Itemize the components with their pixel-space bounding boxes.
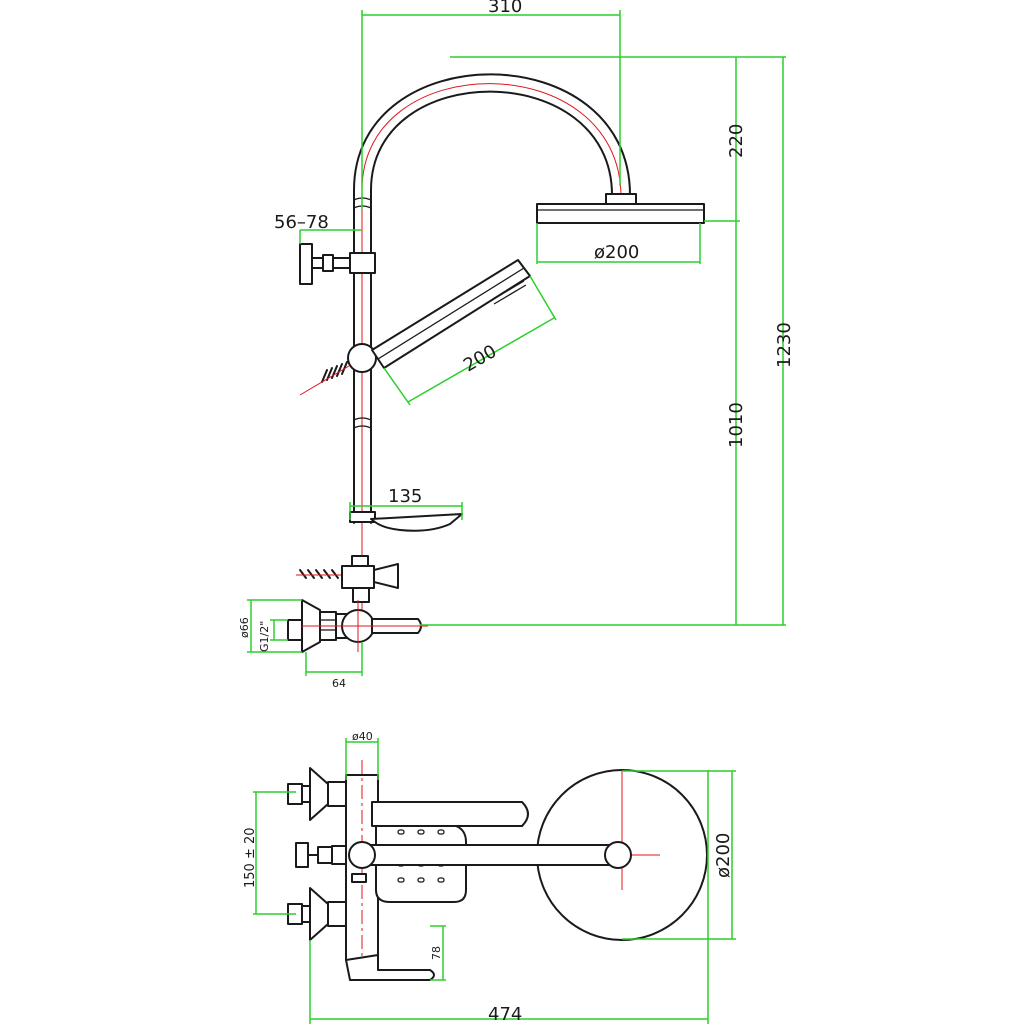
plan-dim-label-head-diameter: ø200 xyxy=(713,833,734,878)
hand-shower-hose-twist xyxy=(321,361,348,383)
plan-middle-knob-nut xyxy=(317,846,333,864)
dim-label-56-78: 56–78 xyxy=(274,212,329,233)
plan-middle-knob-stub xyxy=(295,842,309,868)
plan-view: ø40 150 ± 20 78 474 ø200 xyxy=(243,730,736,1024)
bar-joint-ring xyxy=(353,417,372,429)
soap-dish-clamp xyxy=(349,511,376,523)
diverter-lower-nut xyxy=(352,587,370,603)
soap-dish xyxy=(370,513,463,532)
plan-arm-joint xyxy=(348,841,376,869)
dim-label-1010: 1010 xyxy=(726,402,747,448)
wall-bracket-clamp xyxy=(349,252,376,274)
plan-shower-arm xyxy=(361,844,624,866)
plan-top-knob-body xyxy=(327,781,347,807)
plan-bottom-knob-flange xyxy=(309,887,329,941)
shower-arm-inner xyxy=(370,90,613,524)
plan-bottom-knob-body xyxy=(327,901,347,927)
front-dimensions xyxy=(247,10,786,676)
dim-label-flange-diameter: ø66 xyxy=(238,617,251,638)
plan-dim-label-bar-diameter: ø40 xyxy=(352,730,373,743)
plan-dim-label-78: 78 xyxy=(430,946,443,960)
plan-head-joint xyxy=(604,841,632,869)
plan-spout xyxy=(345,954,435,981)
hand-shower-edge xyxy=(377,267,525,360)
hand-shower-spray-face xyxy=(493,284,527,305)
hand-shower-slider xyxy=(347,343,377,373)
wall-bracket-nut xyxy=(322,254,334,272)
mixer-thread-stub xyxy=(287,619,303,641)
shower-arm-outer xyxy=(353,73,631,524)
overhead-shower-head xyxy=(536,203,705,224)
dim-label-head-diameter: ø200 xyxy=(594,242,639,263)
dim-label-thread: G1/2" xyxy=(258,621,271,652)
plan-dim-label-474: 474 xyxy=(488,1004,522,1024)
hand-shower-spray-face xyxy=(491,280,525,301)
diverter-knob xyxy=(373,563,399,589)
dim-label-220: 220 xyxy=(726,124,747,158)
diverter-hose-twist xyxy=(299,569,339,579)
dim-label-310: 310 xyxy=(488,0,522,17)
plan-top-knob-flange xyxy=(309,767,329,821)
dim-label-1230: 1230 xyxy=(774,322,795,368)
front-elevation-view: 310 220 1230 1010 ø200 56–78 200 135 ø66… xyxy=(238,0,795,690)
dim-label-135: 135 xyxy=(388,486,422,507)
plan-column-cap xyxy=(351,873,367,883)
plan-dimensions xyxy=(253,738,736,1024)
hand-shower-hose-centerline xyxy=(299,365,350,396)
wall-bracket-plate xyxy=(299,243,313,285)
plan-middle-knob-body xyxy=(331,845,347,865)
dim-label-64: 64 xyxy=(332,677,346,690)
dim-label-hand-shower: 200 xyxy=(460,341,500,376)
diverter-body xyxy=(341,565,375,589)
head-connector xyxy=(605,193,637,205)
plan-dim-label-centers: 150 ± 20 xyxy=(243,827,258,888)
plan-hand-shower xyxy=(371,801,529,827)
plan-top-knob-stub xyxy=(287,783,303,805)
diverter-nut xyxy=(351,555,369,567)
